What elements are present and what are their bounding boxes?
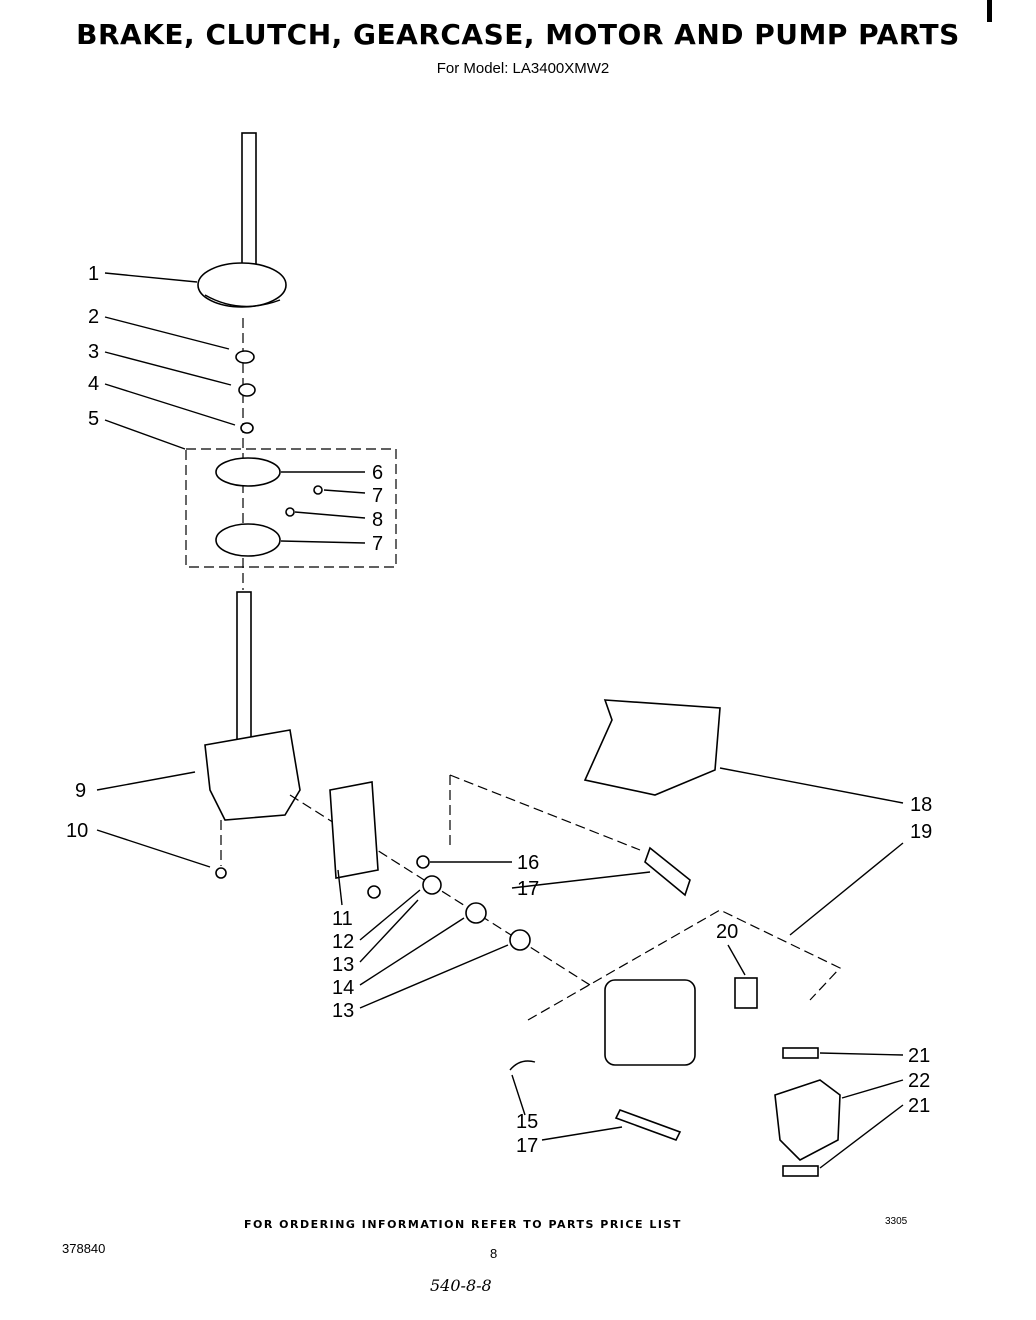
callout-18: 18 bbox=[910, 794, 932, 816]
model-subtitle: For Model: LA3400XMW2 bbox=[436, 60, 610, 77]
part-2-washer bbox=[235, 350, 255, 364]
motor-body bbox=[604, 979, 696, 1066]
callout-20: 20 bbox=[716, 921, 738, 943]
part-21-clip-upper bbox=[782, 1047, 819, 1059]
part-12-coupling bbox=[422, 875, 442, 895]
callout-7b: 7 bbox=[372, 533, 383, 555]
part-19-motor-box bbox=[527, 909, 841, 1021]
part-mounting-plate bbox=[329, 781, 379, 879]
part-5-clutch-box bbox=[185, 448, 397, 568]
drawing-code: 3305 bbox=[885, 1216, 908, 1227]
callout-7: 7 bbox=[372, 485, 383, 507]
callout-2: 2 bbox=[88, 306, 99, 328]
part-18-shield bbox=[583, 699, 721, 796]
callout-13b: 13 bbox=[332, 1000, 354, 1022]
part-11-nut bbox=[367, 885, 381, 899]
part-17-strap-lower bbox=[614, 1109, 682, 1141]
callout-12: 12 bbox=[332, 931, 354, 953]
handwritten-note: 540-8-8 bbox=[430, 1276, 492, 1295]
callout-22: 22 bbox=[908, 1070, 930, 1092]
page-number: 8 bbox=[490, 1246, 498, 1261]
callout-8: 8 bbox=[372, 509, 383, 531]
part-22-pump bbox=[774, 1079, 841, 1161]
part-6-clutch-band bbox=[215, 457, 281, 487]
callout-9: 9 bbox=[75, 780, 86, 802]
callout-15: 15 bbox=[516, 1111, 538, 1133]
part-8-spring bbox=[285, 507, 295, 517]
leader-lines bbox=[96, 272, 904, 1169]
part-7-clutch-hub bbox=[215, 523, 281, 557]
spin-shaft bbox=[241, 132, 257, 274]
callout-11: 11 bbox=[332, 908, 353, 930]
part-1-brake bbox=[197, 262, 287, 308]
part-16-screw bbox=[416, 855, 430, 869]
part-21-clip-lower bbox=[782, 1165, 819, 1177]
document-number: 378840 bbox=[62, 1241, 106, 1256]
callout-14: 14 bbox=[332, 977, 354, 999]
part-15-clip bbox=[509, 1060, 536, 1071]
part-13-coupling bbox=[509, 929, 531, 951]
callout-4: 4 bbox=[88, 373, 99, 395]
part-14-coupler bbox=[465, 902, 487, 924]
corner-mark bbox=[987, 0, 992, 22]
ordering-info-footer: FOR ORDERING INFORMATION REFER TO PARTS … bbox=[244, 1218, 682, 1231]
callout-1: 1 bbox=[88, 263, 99, 285]
callout-17b: 17 bbox=[516, 1135, 538, 1157]
part-3-ring bbox=[238, 383, 256, 397]
callout-21: 21 bbox=[908, 1045, 930, 1067]
part-7-spring-end bbox=[313, 485, 323, 495]
callout-19: 19 bbox=[910, 821, 932, 843]
page-title: BRAKE, CLUTCH, GEARCASE, MOTOR AND PUMP … bbox=[76, 18, 960, 51]
part-10-bolt bbox=[215, 867, 227, 879]
agitator-shaft bbox=[236, 591, 252, 743]
callout-13: 13 bbox=[332, 954, 354, 976]
part-9-gearcase bbox=[204, 729, 301, 821]
callout-10: 10 bbox=[66, 820, 88, 842]
part-4-clip bbox=[240, 422, 254, 434]
callout-6: 6 bbox=[372, 462, 383, 484]
callout-labels: 1 2 3 4 5 6 7 8 7 9 10 16 17 11 12 13 14… bbox=[66, 263, 932, 1157]
callout-17: 17 bbox=[517, 878, 539, 900]
callout-3: 3 bbox=[88, 341, 99, 363]
part-17-strap-upper bbox=[644, 846, 691, 897]
callout-21b: 21 bbox=[908, 1095, 930, 1117]
callout-5: 5 bbox=[88, 408, 99, 430]
callout-16: 16 bbox=[517, 852, 539, 874]
part-20-switch bbox=[734, 977, 758, 1009]
